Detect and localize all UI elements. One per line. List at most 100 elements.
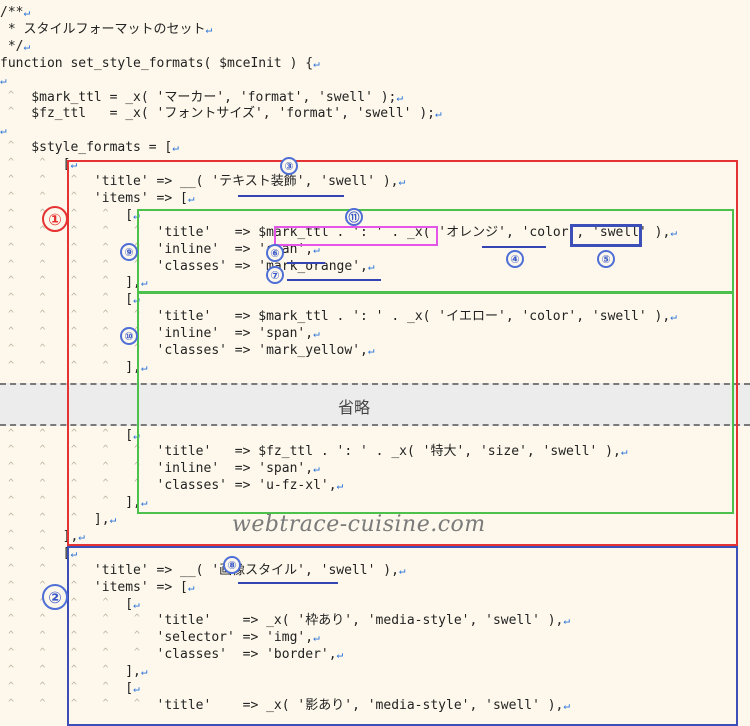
code-text: 'classes' => 'border', — [0, 647, 337, 663]
omitted-label: 省略 — [338, 398, 371, 417]
code-text: 'title' => _x( '枠あり', 'media-style', 'sw… — [0, 613, 564, 629]
indent-guide-icon: ^ — [39, 343, 46, 354]
code-line: */↵ — [0, 38, 30, 55]
code-line: ],↵ — [0, 274, 147, 291]
code-text: 'classes' => 'u-fz-xl', — [0, 478, 337, 494]
indent-guide-icon: ^ — [71, 647, 78, 659]
code-line: [↵ — [0, 291, 140, 308]
indent-guide-icon: ^ — [39, 241, 46, 253]
return-mark-icon: ↵ — [313, 242, 320, 256]
indent-guide-icon: ^ — [102, 275, 109, 287]
code-text: [ — [0, 292, 134, 308]
code-text: 'title' => __( 'テキスト装飾', 'swell' ), — [0, 174, 399, 189]
code-text: ], — [0, 664, 141, 680]
indent-guide-icon: ^ — [71, 697, 78, 709]
indent-guide-icon: ^ — [102, 461, 109, 473]
return-mark-icon: ↵ — [133, 293, 140, 307]
indent-guide-icon: ^ — [8, 647, 15, 659]
indent-guide-icon: ^ — [102, 664, 109, 676]
indent-guide-icon: ^ — [8, 579, 15, 591]
indent-guide-icon: ^ — [71, 512, 78, 523]
code-line: 'selector' => 'img',↵ — [0, 629, 320, 646]
return-mark-icon: ↵ — [336, 648, 344, 662]
indent-guide-icon: ^ — [102, 326, 109, 338]
code-line: 'items' => [↵ — [0, 579, 195, 596]
code-line: $style_formats = [↵ — [0, 139, 179, 156]
return-mark-icon: ↵ — [367, 344, 375, 357]
indent-guide-icon: ^ — [39, 427, 46, 439]
code-line: [↵ — [0, 545, 77, 562]
underline-image-style — [238, 582, 338, 584]
underline-span — [287, 262, 325, 264]
code-line: function set_style_formats( $mceInit ) {… — [0, 55, 320, 72]
indent-guide-icon: ^ — [102, 681, 109, 692]
return-mark-icon: ↵ — [133, 682, 140, 695]
indent-guide-icon: ^ — [8, 697, 15, 709]
code-line: 'title' => __( 'テキスト装飾', 'swell' ),↵ — [0, 173, 405, 190]
indent-guide-icon: ^ — [8, 359, 15, 371]
code-text: ], — [0, 275, 141, 291]
indent-guide-icon: ^ — [8, 207, 15, 219]
indent-guide-icon: ^ — [134, 258, 141, 270]
indent-guide-icon: ^ — [71, 579, 78, 591]
code-line: $fz_ttl = _x( 'フォントサイズ', 'format', 'swel… — [0, 105, 442, 122]
indent-guide-icon: ^ — [71, 444, 78, 456]
code-text: 'title' => _x( '影あり', 'media-style', 'sw… — [0, 697, 564, 713]
annotation-badge-8: ⑧ — [223, 556, 241, 574]
indent-guide-icon: ^ — [8, 461, 15, 473]
code-text: [ — [0, 427, 134, 443]
return-mark-icon: ↵ — [0, 73, 7, 87]
indent-guide-icon: ^ — [102, 697, 109, 709]
code-line: ↵ — [0, 122, 7, 139]
code-line: 'title' => _x( '影あり', 'media-style', 'sw… — [0, 697, 570, 714]
indent-guide-icon: ^ — [39, 630, 46, 642]
return-mark-icon: ↵ — [434, 107, 442, 121]
code-text: [ — [125, 207, 134, 223]
underline-orange — [482, 246, 546, 248]
indent-guide-icon: ^ — [134, 697, 141, 709]
indent-guide-icon: ^ — [8, 157, 15, 169]
return-mark-icon: ↵ — [398, 175, 406, 188]
return-mark-icon: ↵ — [336, 479, 344, 493]
indent-guide-icon: ^ — [8, 241, 15, 253]
indent-guide-icon: ^ — [102, 343, 109, 354]
return-mark-icon: ↵ — [23, 39, 31, 53]
indent-guide-icon: ^ — [102, 292, 109, 304]
indent-guide-icon: ^ — [102, 596, 109, 608]
indent-guide-icon: ^ — [8, 444, 15, 456]
indent-guide-icon: ^ — [71, 292, 78, 304]
indent-guide-icon: ^ — [71, 275, 78, 287]
indent-guide-icon: ^ — [71, 596, 78, 608]
indent-guide-icon: ^ — [134, 647, 141, 659]
underline-mark-orange — [287, 279, 381, 281]
code-text: 'title' => $fz_ttl . ': ' . _x( '特大', 's… — [0, 444, 621, 460]
code-line: $mark_ttl = _x( 'マーカー', 'format', 'swell… — [0, 89, 403, 106]
indent-guide-icon: ^ — [39, 697, 46, 709]
return-mark-icon: ↵ — [670, 225, 677, 239]
indent-guide-icon: ^ — [134, 309, 141, 321]
indent-guide-icon: ^ — [39, 478, 46, 490]
indent-guide-icon: ^ — [39, 681, 46, 692]
code-line: 'title' => $mark_ttl . ': ' . _x( 'イエロー'… — [0, 308, 677, 325]
indent-guide-icon: ^ — [71, 562, 78, 574]
indent-guide-icon: ^ — [39, 528, 46, 540]
return-mark-icon: ↵ — [70, 158, 78, 172]
code-line: 'title' => _x( '枠あり', 'media-style', 'sw… — [0, 612, 570, 629]
indent-guide-icon: ^ — [39, 512, 46, 523]
indent-guide-icon: ^ — [8, 174, 15, 185]
indent-guide-icon: ^ — [102, 207, 109, 219]
return-mark-icon: ↵ — [563, 614, 571, 628]
underline-text-decoration — [238, 195, 344, 197]
indent-guide-icon: ^ — [39, 326, 46, 338]
return-mark-icon: ↵ — [78, 529, 85, 543]
code-text: ], — [0, 528, 79, 544]
indent-guide-icon: ^ — [134, 613, 141, 625]
return-mark-icon: ↵ — [398, 563, 406, 577]
return-mark-icon: ↵ — [670, 310, 677, 324]
code-line: 'title' => __( '画像スタイル', 'swell' ),↵ — [0, 562, 406, 579]
indent-guide-icon: ^ — [8, 630, 15, 642]
indent-guide-icon: ^ — [71, 224, 78, 236]
indent-guide-icon: ^ — [8, 545, 15, 557]
indent-guide-icon: ^ — [71, 664, 78, 676]
code-line: [↵ — [0, 596, 139, 613]
